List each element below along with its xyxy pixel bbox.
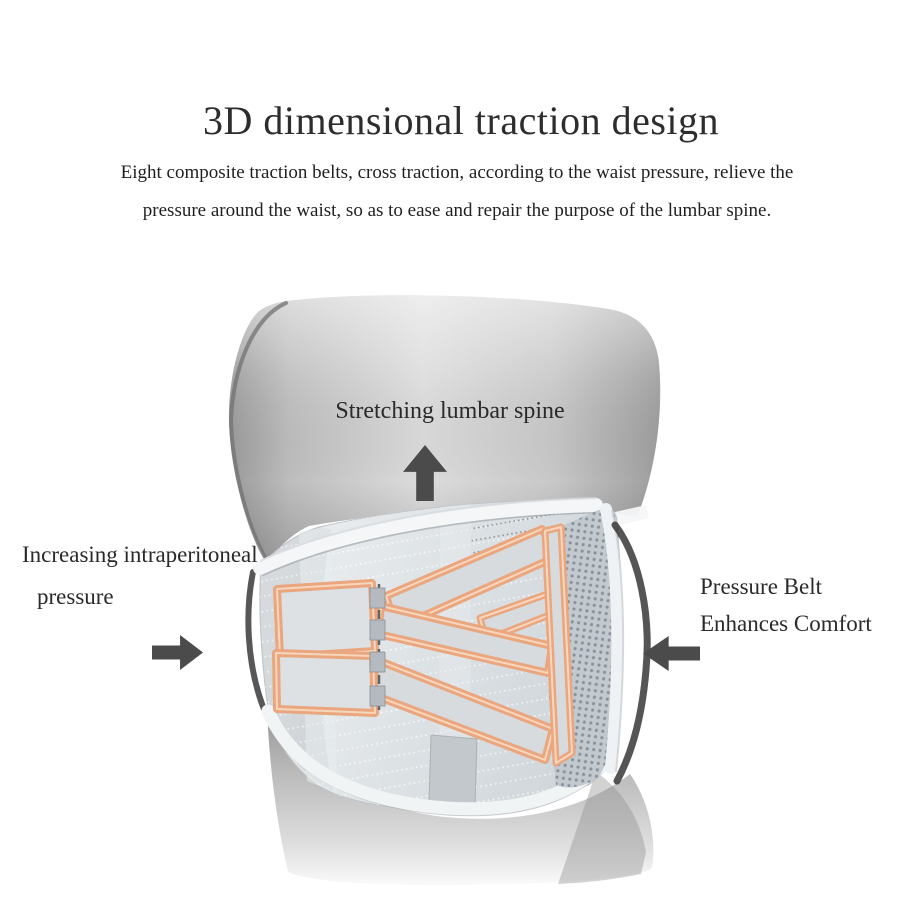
belt-buckles [369,584,386,714]
annotation-left-line-2: pressure [37,584,114,609]
annotation-left-line-1: Increasing intraperitoneal [22,542,258,567]
waist-contour-right [611,521,651,785]
annotation-right-line-2: Enhances Comfort [700,611,872,636]
annotation-pressure-belt-comfort: Pressure Belt Enhances Comfort [700,568,872,642]
page-title: 3D dimensional traction design [202,97,719,143]
annotation-intraperitoneal-pressure: Increasing intraperitoneal pressure [22,534,258,618]
annotation-top-label: Stretching lumbar spine [335,398,565,424]
annotation-right-line-1: Pressure Belt [700,574,823,599]
hip-shape [267,700,654,886]
torso-shape [228,295,661,562]
description-line-2: pressure around the waist, so as to ease… [142,200,772,221]
product-description: Eight composite traction belts, cross tr… [0,154,900,230]
annotation-stretching-lumbar-spine: Stretching lumbar spine [0,398,900,425]
description-line-1: Eight composite traction belts, cross tr… [120,162,794,183]
